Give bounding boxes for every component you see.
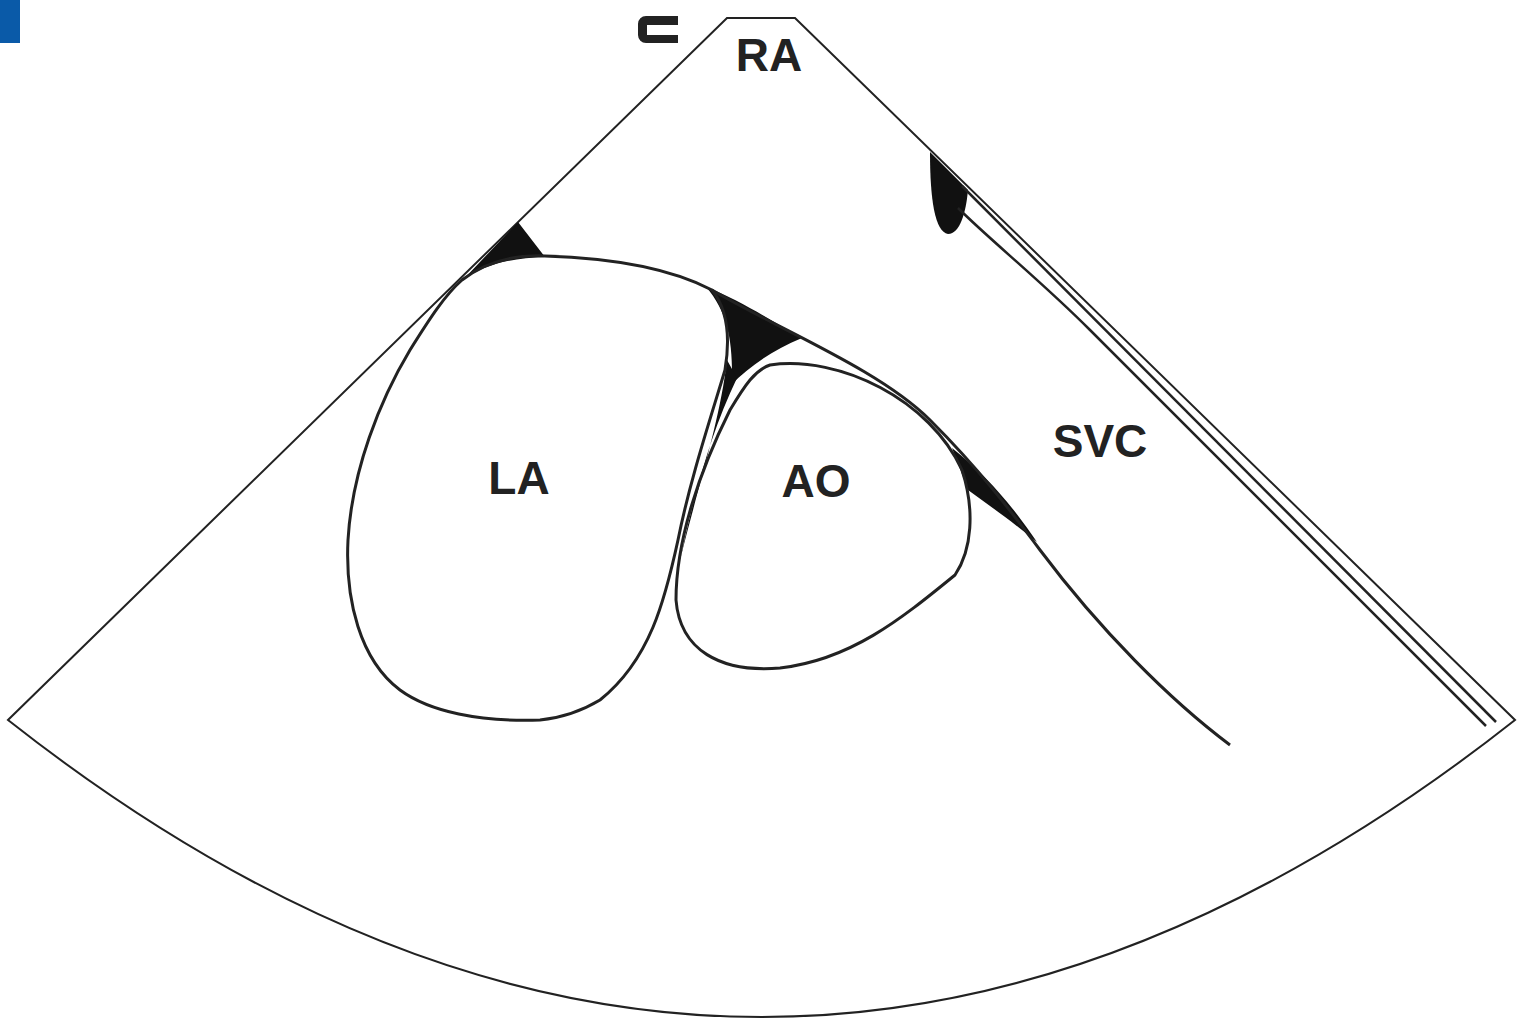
vessel-wall [958, 208, 1486, 726]
chamber-outline [668, 355, 980, 677]
structure-label: RA [736, 32, 802, 78]
chamber-label: LA [488, 455, 549, 501]
chamber-outline [348, 256, 728, 720]
image-sector [8, 18, 1515, 1017]
chamber-label: AO [782, 458, 851, 504]
orientation-marker [638, 16, 678, 43]
tissue-fill [930, 152, 968, 234]
chamber-region: AO [668, 355, 980, 677]
structure-label: SVC [1053, 418, 1148, 464]
corner-bar [0, 0, 20, 43]
vessel-wall [962, 186, 1496, 722]
chamber-region: LA [340, 248, 740, 728]
chamber-outline [676, 364, 970, 669]
